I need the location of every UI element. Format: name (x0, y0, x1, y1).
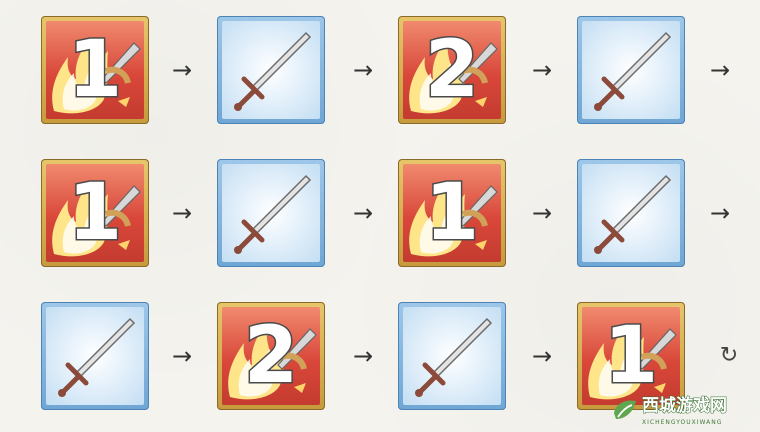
sword-icon (234, 174, 312, 254)
skill-order-number: 1 (423, 168, 480, 258)
watermark-subtitle: XICHENGYOUXIWANG (642, 419, 723, 426)
skill-order-number: 2 (242, 311, 299, 401)
leaf-logo-icon (614, 400, 636, 419)
skill-order-number: 1 (66, 25, 123, 115)
next-arrow: → (352, 199, 374, 227)
next-arrow: → (171, 56, 193, 84)
skill-slot-attack: 1 (41, 16, 149, 124)
skill-slot-normal (217, 16, 325, 124)
sword-icon (594, 31, 672, 111)
watermark-title: 西城游戏网 (642, 396, 728, 417)
loop-icon: ↻ (719, 343, 739, 368)
row-end-arrow: → (709, 199, 731, 227)
sword-icon (58, 317, 136, 397)
flame-sword-icon (52, 180, 141, 257)
row-end-arrow: → (709, 56, 731, 84)
skill-slot-attack: 1 (398, 159, 506, 267)
next-arrow: → (531, 56, 553, 84)
skill-slot-attack: 1 (577, 302, 685, 410)
sword-icon (594, 174, 672, 254)
skill-slot-normal (398, 302, 506, 410)
flame-sword-icon (588, 323, 677, 400)
next-arrow: → (531, 342, 553, 370)
next-arrow: → (171, 342, 193, 370)
skill-order-number: 1 (602, 311, 659, 401)
next-arrow: → (352, 56, 374, 84)
skill-slot-normal (217, 159, 325, 267)
next-arrow: → (531, 199, 553, 227)
skill-order-number: 1 (66, 168, 123, 258)
skill-slot-normal (577, 16, 685, 124)
next-arrow: → (352, 342, 374, 370)
rotation-row-1: 1 → → 2 → (0, 16, 760, 124)
skill-slot-attack: 2 (398, 16, 506, 124)
rotation-row-2: 1 → → 1 → (0, 159, 760, 267)
sword-icon (234, 31, 312, 111)
skill-order-number: 2 (423, 25, 480, 115)
skill-slot-normal (577, 159, 685, 267)
skill-slot-normal (41, 302, 149, 410)
flame-sword-icon (409, 37, 498, 114)
flame-sword-icon (228, 323, 317, 400)
flame-sword-icon (409, 180, 498, 257)
flame-sword-icon (52, 37, 141, 114)
sword-icon (415, 317, 493, 397)
skill-slot-attack: 1 (41, 159, 149, 267)
skill-slot-attack: 2 (217, 302, 325, 410)
watermark: 西城游戏网 XICHENGYOUXIWANG (610, 395, 760, 432)
rotation-row-3: → 2 → → (0, 302, 760, 410)
next-arrow: → (171, 199, 193, 227)
